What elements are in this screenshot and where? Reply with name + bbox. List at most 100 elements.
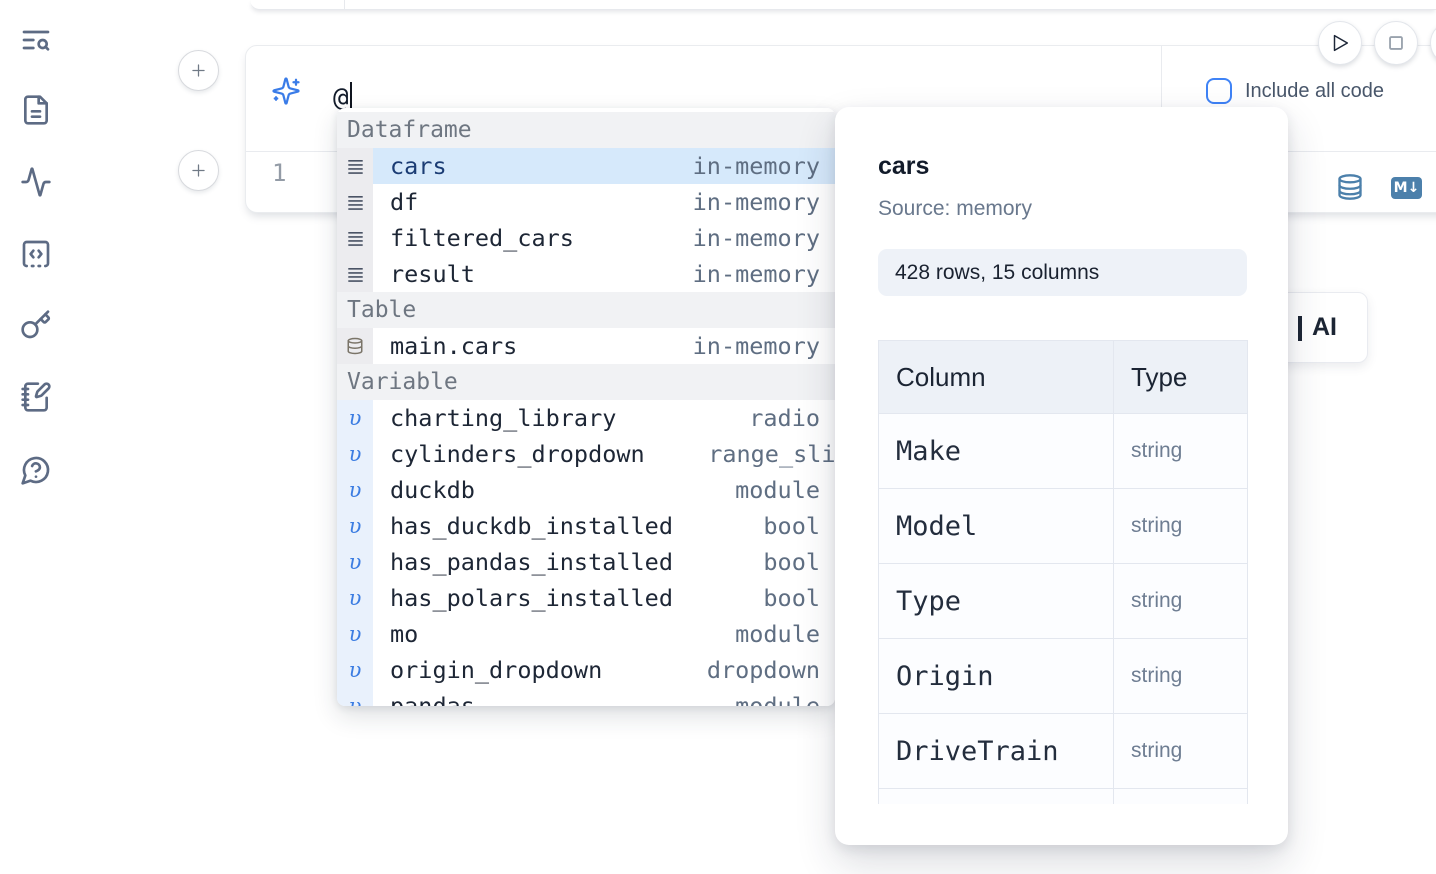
sidebar-item-scratchpad[interactable] <box>19 381 53 415</box>
preview-column-type: string <box>1113 488 1248 564</box>
ai-button-label: AI <box>1312 313 1337 341</box>
include-all-code-option: Include all code <box>1206 78 1384 104</box>
key-icon <box>21 310 51 339</box>
convert-to-markdown-button[interactable]: M↓ <box>1391 177 1422 199</box>
autocomplete-item-type: dropdown <box>706 656 820 684</box>
autocomplete-item-name: has_polars_installed <box>390 584 673 612</box>
autocomplete-section-header: Table <box>337 292 835 328</box>
autocomplete-item-content: has_pandas_installed bool <box>373 544 835 580</box>
autocomplete-item-type: radio <box>749 404 820 432</box>
variable-upsilon-icon: υ <box>348 621 362 646</box>
preview-table-row <box>878 788 1248 804</box>
autocomplete-item-gutter: υ <box>337 472 373 508</box>
variable-upsilon-icon: υ <box>348 585 362 610</box>
autocomplete-item-type: bool <box>763 512 820 540</box>
autocomplete-item-content: charting_library radio <box>373 400 835 436</box>
autocomplete-item-content: df in-memory <box>373 184 835 220</box>
autocomplete-item-type: in-memory <box>692 260 820 288</box>
autocomplete-item-type: bool <box>763 548 820 576</box>
autocomplete-item-content: origin_dropdown dropdown <box>373 652 835 688</box>
clipped-letter-fragment <box>1298 316 1302 341</box>
row-count-badge: 428 rows, 15 columns <box>878 249 1247 296</box>
autocomplete-item-gutter <box>337 184 373 220</box>
text-search-icon <box>22 30 50 51</box>
dataframe-icon <box>347 230 364 247</box>
preview-column-name: Type <box>878 563 1114 639</box>
help-chat-icon <box>21 456 50 485</box>
autocomplete-item-gutter: υ <box>337 544 373 580</box>
preview-column-type <box>1113 788 1248 804</box>
sidebar-item-keys[interactable] <box>19 309 53 343</box>
autocomplete-item-type: module <box>735 476 820 504</box>
autocomplete-item-name: main.cars <box>390 332 518 360</box>
autocomplete-item-name: cars <box>390 152 447 180</box>
autocomplete-item-gutter: υ <box>337 580 373 616</box>
line-number: 1 <box>272 159 287 187</box>
sidebar-item-files[interactable] <box>19 94 53 128</box>
autocomplete-item[interactable]: df in-memory <box>337 184 835 220</box>
autocomplete-item-type: in-memory <box>692 188 820 216</box>
variable-upsilon-icon: υ <box>348 657 362 682</box>
ai-prompt-input[interactable]: @ <box>333 76 353 120</box>
preview-column-name: DriveTrain <box>878 713 1114 789</box>
autocomplete-item[interactable]: result in-memory <box>337 256 835 292</box>
run-cell-button[interactable] <box>1318 21 1362 65</box>
autocomplete-item[interactable]: υ duckdb module <box>337 472 835 508</box>
sidebar-item-activity[interactable] <box>19 166 53 200</box>
play-icon <box>1333 34 1349 52</box>
add-cell-button[interactable] <box>178 50 219 91</box>
stop-button[interactable] <box>1374 21 1418 65</box>
autocomplete-item-name: df <box>390 188 419 216</box>
database-icon <box>1338 174 1362 200</box>
autocomplete-item-content: result in-memory <box>373 256 835 292</box>
preview-column-name: Model <box>878 488 1114 564</box>
preview-column-name: Make <box>878 413 1114 489</box>
code-editor-row[interactable]: 1 M↓ <box>246 152 1436 212</box>
autocomplete-item-name: filtered_cars <box>390 224 574 252</box>
sidebar <box>0 0 70 874</box>
autocomplete-item-name: has_pandas_installed <box>390 548 673 576</box>
autocomplete-item-name: pandas <box>390 692 475 706</box>
activity-pulse-icon <box>21 167 51 197</box>
autocomplete-item-name: charting_library <box>390 404 617 432</box>
autocomplete-item-name: duckdb <box>390 476 475 504</box>
preview-column-type: string <box>1113 638 1248 714</box>
autocomplete-item[interactable]: υ origin_dropdown dropdown <box>337 652 835 688</box>
preview-column-type: string <box>1113 413 1248 489</box>
sidebar-item-help[interactable] <box>19 454 53 488</box>
add-cell-button[interactable] <box>178 150 219 191</box>
convert-to-sql-button[interactable] <box>1336 173 1364 204</box>
variable-upsilon-icon: υ <box>348 549 362 574</box>
preview-column-type: string <box>1113 713 1248 789</box>
markdown-icon: M↓ <box>1391 177 1422 199</box>
autocomplete-item-gutter: υ <box>337 508 373 544</box>
autocomplete-item-type: module <box>735 692 820 706</box>
autocomplete-item-gutter: υ <box>337 436 373 472</box>
autocomplete-item[interactable]: υ has_pandas_installed bool <box>337 544 835 580</box>
autocomplete-item-name: result <box>390 260 475 288</box>
sidebar-item-search[interactable] <box>19 24 53 58</box>
sidebar-item-snippets[interactable] <box>19 238 53 272</box>
include-all-code-checkbox[interactable] <box>1206 78 1232 104</box>
variable-upsilon-icon: υ <box>348 477 362 502</box>
autocomplete-item-name: origin_dropdown <box>390 656 603 684</box>
autocomplete-item-gutter: υ <box>337 616 373 652</box>
